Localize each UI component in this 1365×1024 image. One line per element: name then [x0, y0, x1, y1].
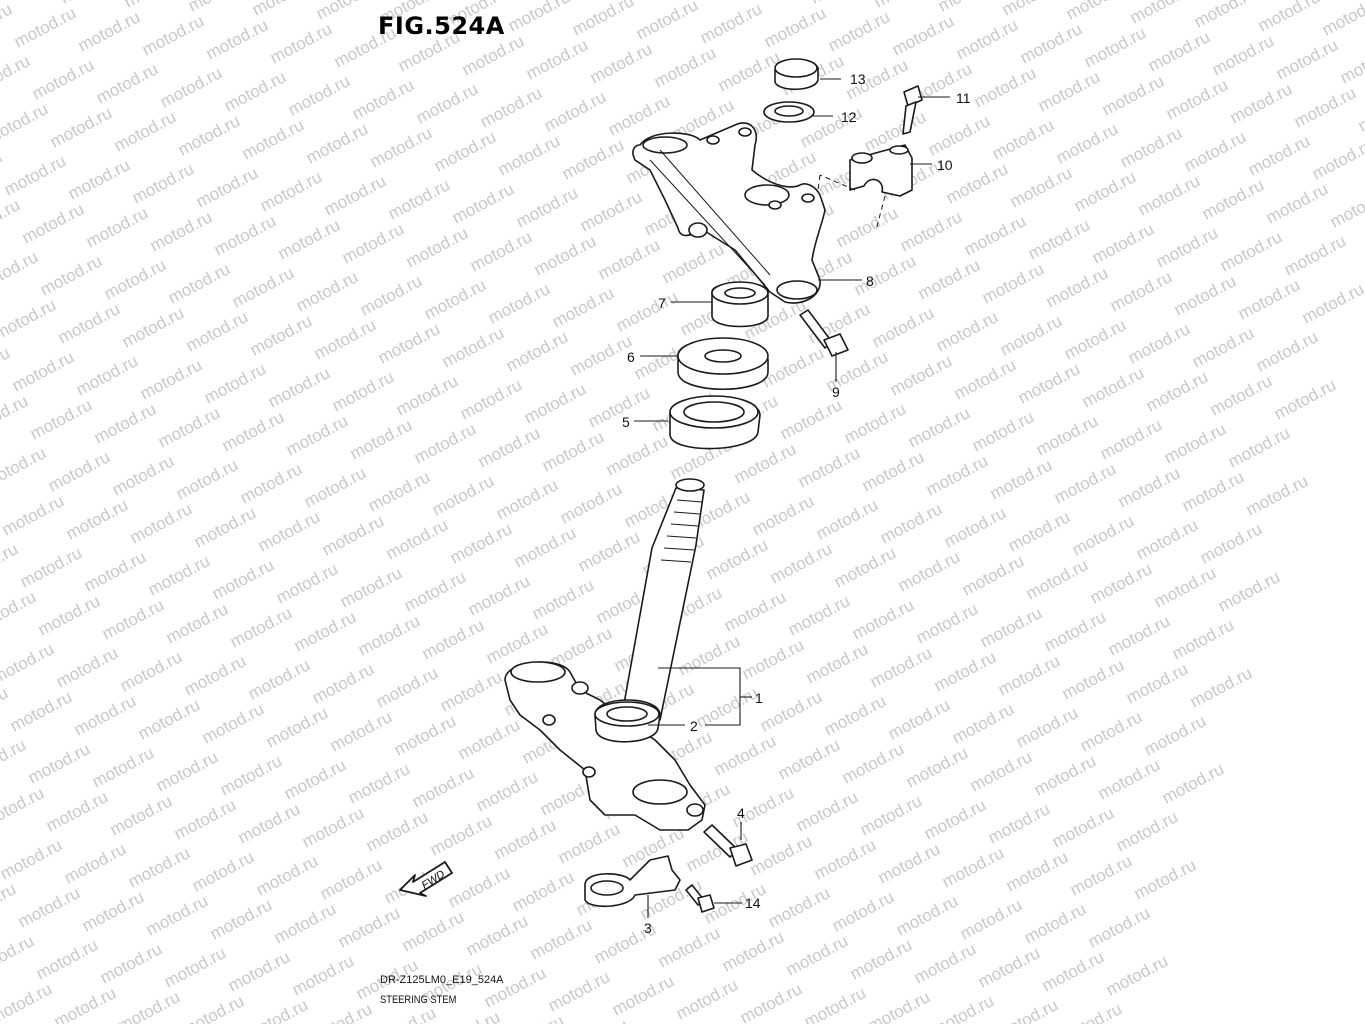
part-12-washer [763, 101, 815, 123]
part-10-handlebar-holder [849, 144, 913, 197]
part-14-bolt [685, 884, 715, 913]
part-8-upper-bracket [632, 122, 826, 304]
part-7-steering-nut [711, 281, 769, 328]
part-13-cap-nut [774, 58, 819, 91]
callout-10: 10 [937, 157, 953, 173]
part-9-bolt [799, 309, 849, 357]
part-4-bolt [703, 824, 753, 867]
fwd-direction-arrow [399, 861, 453, 897]
callout-1: 1 [755, 690, 763, 706]
model-code-label: DR-Z125LM0_E19_524A [380, 974, 504, 986]
callout-8: 8 [866, 273, 874, 289]
callout-3: 3 [644, 920, 652, 936]
callout-9: 9 [832, 384, 840, 400]
part-5-bearing [669, 395, 761, 450]
callout-2: 2 [690, 718, 698, 734]
callout-14: 14 [745, 895, 761, 911]
callout-12: 12 [841, 109, 857, 125]
callout-5: 5 [622, 414, 630, 430]
callout-6: 6 [627, 349, 635, 365]
callout-4: 4 [737, 805, 745, 821]
figure-caption: STEERING STEM [380, 994, 457, 1006]
part-6-dust-seal [677, 337, 769, 391]
callout-13: 13 [850, 71, 866, 87]
figure-title: FIG.524A [378, 12, 505, 40]
part-3-guide [584, 855, 681, 908]
leader-lines [634, 78, 950, 918]
part-1-steering-stem [504, 478, 706, 831]
part-2-lower-bearing [594, 699, 661, 743]
part-11-bolt [902, 85, 923, 135]
callout-7: 7 [658, 295, 666, 311]
callout-11: 11 [956, 90, 971, 106]
